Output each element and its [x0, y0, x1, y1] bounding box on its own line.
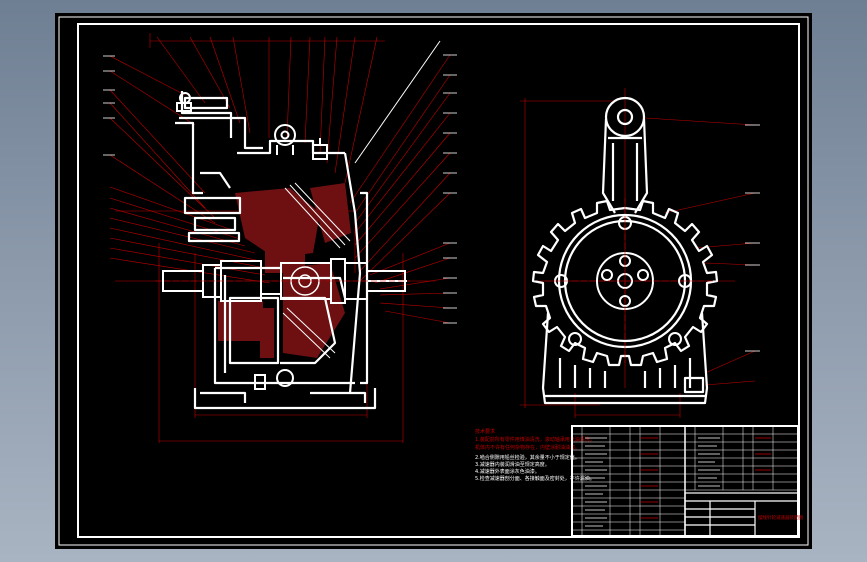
note-line-1: 1.装配前所有零件用煤油清洗，滚动轴承用汽油清洗，: [475, 436, 595, 443]
title-block-name: 摆线针轮减速器装配图: [758, 514, 803, 521]
front-section-view[interactable]: [103, 33, 457, 443]
technical-notes: 技术要求 1.装配前所有零件用煤油清洗，滚动轴承用汽油清洗， 机体内不许有任何杂…: [475, 428, 595, 482]
note-line-2: 机体内不许有任何杂物存在，内壁涂耐油油漆。: [475, 444, 580, 451]
frame-border: [77, 23, 800, 538]
drawing-sheet[interactable]: 技术要求 1.装配前所有零件用煤油清洗，滚动轴承用汽油清洗， 机体内不许有任何杂…: [55, 13, 812, 549]
parts-list[interactable]: 摆线针轮减速器装配图: [571, 425, 803, 537]
outer-border: [58, 16, 809, 546]
drain-plug-front: [254, 369, 294, 390]
lifting-eye-front: [274, 124, 296, 155]
drawing-canvas[interactable]: 技术要求 1.装配前所有零件用煤油清洗，滚动轴承用汽油清洗， 机体内不许有任何杂…: [55, 13, 812, 549]
note-line-5: 4.减速器外表面涂灰色油漆。: [475, 468, 540, 475]
note-line-3: 2.啮合侧隙用铅丝检验，其余量不小于规定值。: [475, 454, 580, 461]
note-line-4: 3.减速器内装润滑油至规定高度。: [475, 461, 550, 468]
side-view[interactable]: [520, 88, 760, 418]
notes-heading: 技术要求: [475, 428, 495, 435]
note-line-6: 5.检查减速器剖分面、各接触面及密封处，不许漏油。: [475, 475, 595, 482]
lifting-lug-side: [601, 96, 649, 214]
side-base: [541, 312, 709, 405]
